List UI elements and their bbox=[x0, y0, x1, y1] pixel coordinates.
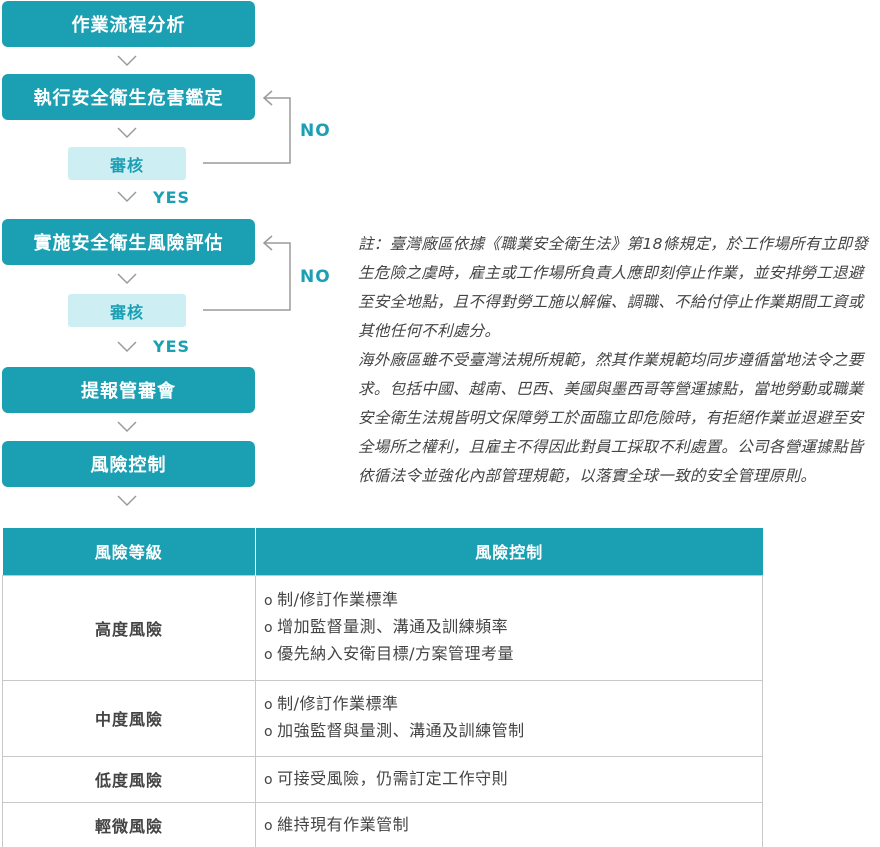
note-paragraph: 海外廠區雖不受臺灣法規所規範，然其作業規範均同步遵循當地法令之要求。包括中國、越… bbox=[358, 351, 864, 485]
header-risk-level: 風險等級 bbox=[2, 528, 256, 575]
chevron-down-icon bbox=[117, 191, 137, 203]
chevron-down-icon bbox=[117, 55, 137, 67]
bullet-icon: o bbox=[264, 817, 274, 834]
chevron-down-icon bbox=[117, 421, 137, 433]
note-paragraph: 註：臺灣廠區依據《職業安全衛生法》第18條規定，於工作場所有立即發生危險之虞時，… bbox=[358, 235, 869, 340]
risk-level-cell: 中度風險 bbox=[2, 679, 256, 757]
step-management-review: 提報管審會 bbox=[2, 367, 255, 413]
step-risk-control: 風險控制 bbox=[2, 441, 255, 487]
chevron-down-icon bbox=[117, 341, 137, 353]
no-loop-connector bbox=[203, 90, 291, 164]
table-header-row: 風險等級 風險控制 bbox=[2, 528, 763, 575]
chevron-down-icon bbox=[117, 273, 137, 285]
step-process-analysis: 作業流程分析 bbox=[2, 1, 255, 47]
chevron-down-icon bbox=[117, 495, 137, 507]
header-risk-control: 風險控制 bbox=[255, 528, 763, 575]
review-step-2: 審核 bbox=[68, 294, 186, 327]
step-hazard-identification: 執行安全衛生危害鑑定 bbox=[2, 74, 255, 120]
bullet-icon: o bbox=[264, 771, 274, 788]
risk-level-cell: 輕微風險 bbox=[2, 801, 256, 847]
legal-note: 註：臺灣廠區依據《職業安全衛生法》第18條規定，於工作場所有立即發生危險之虞時，… bbox=[358, 230, 874, 491]
no-loop-connector bbox=[203, 235, 291, 311]
bullet-icon: o bbox=[264, 697, 274, 713]
chevron-down-icon bbox=[117, 127, 137, 139]
bullet-icon: o bbox=[264, 620, 274, 636]
risk-level-cell: 高度風險 bbox=[2, 574, 256, 681]
step-risk-assessment: 實施安全衛生風險評估 bbox=[2, 219, 255, 265]
risk-level-cell: 低度風險 bbox=[2, 755, 256, 803]
review-step-1: 審核 bbox=[68, 147, 186, 180]
no-label: NO bbox=[300, 267, 331, 287]
bullet-icon: o bbox=[264, 724, 274, 740]
no-label: NO bbox=[300, 121, 331, 141]
bullet-icon: o bbox=[264, 647, 274, 663]
yes-label: YES bbox=[153, 188, 191, 207]
bullet-icon: o bbox=[264, 593, 274, 609]
yes-label: YES bbox=[153, 337, 191, 356]
